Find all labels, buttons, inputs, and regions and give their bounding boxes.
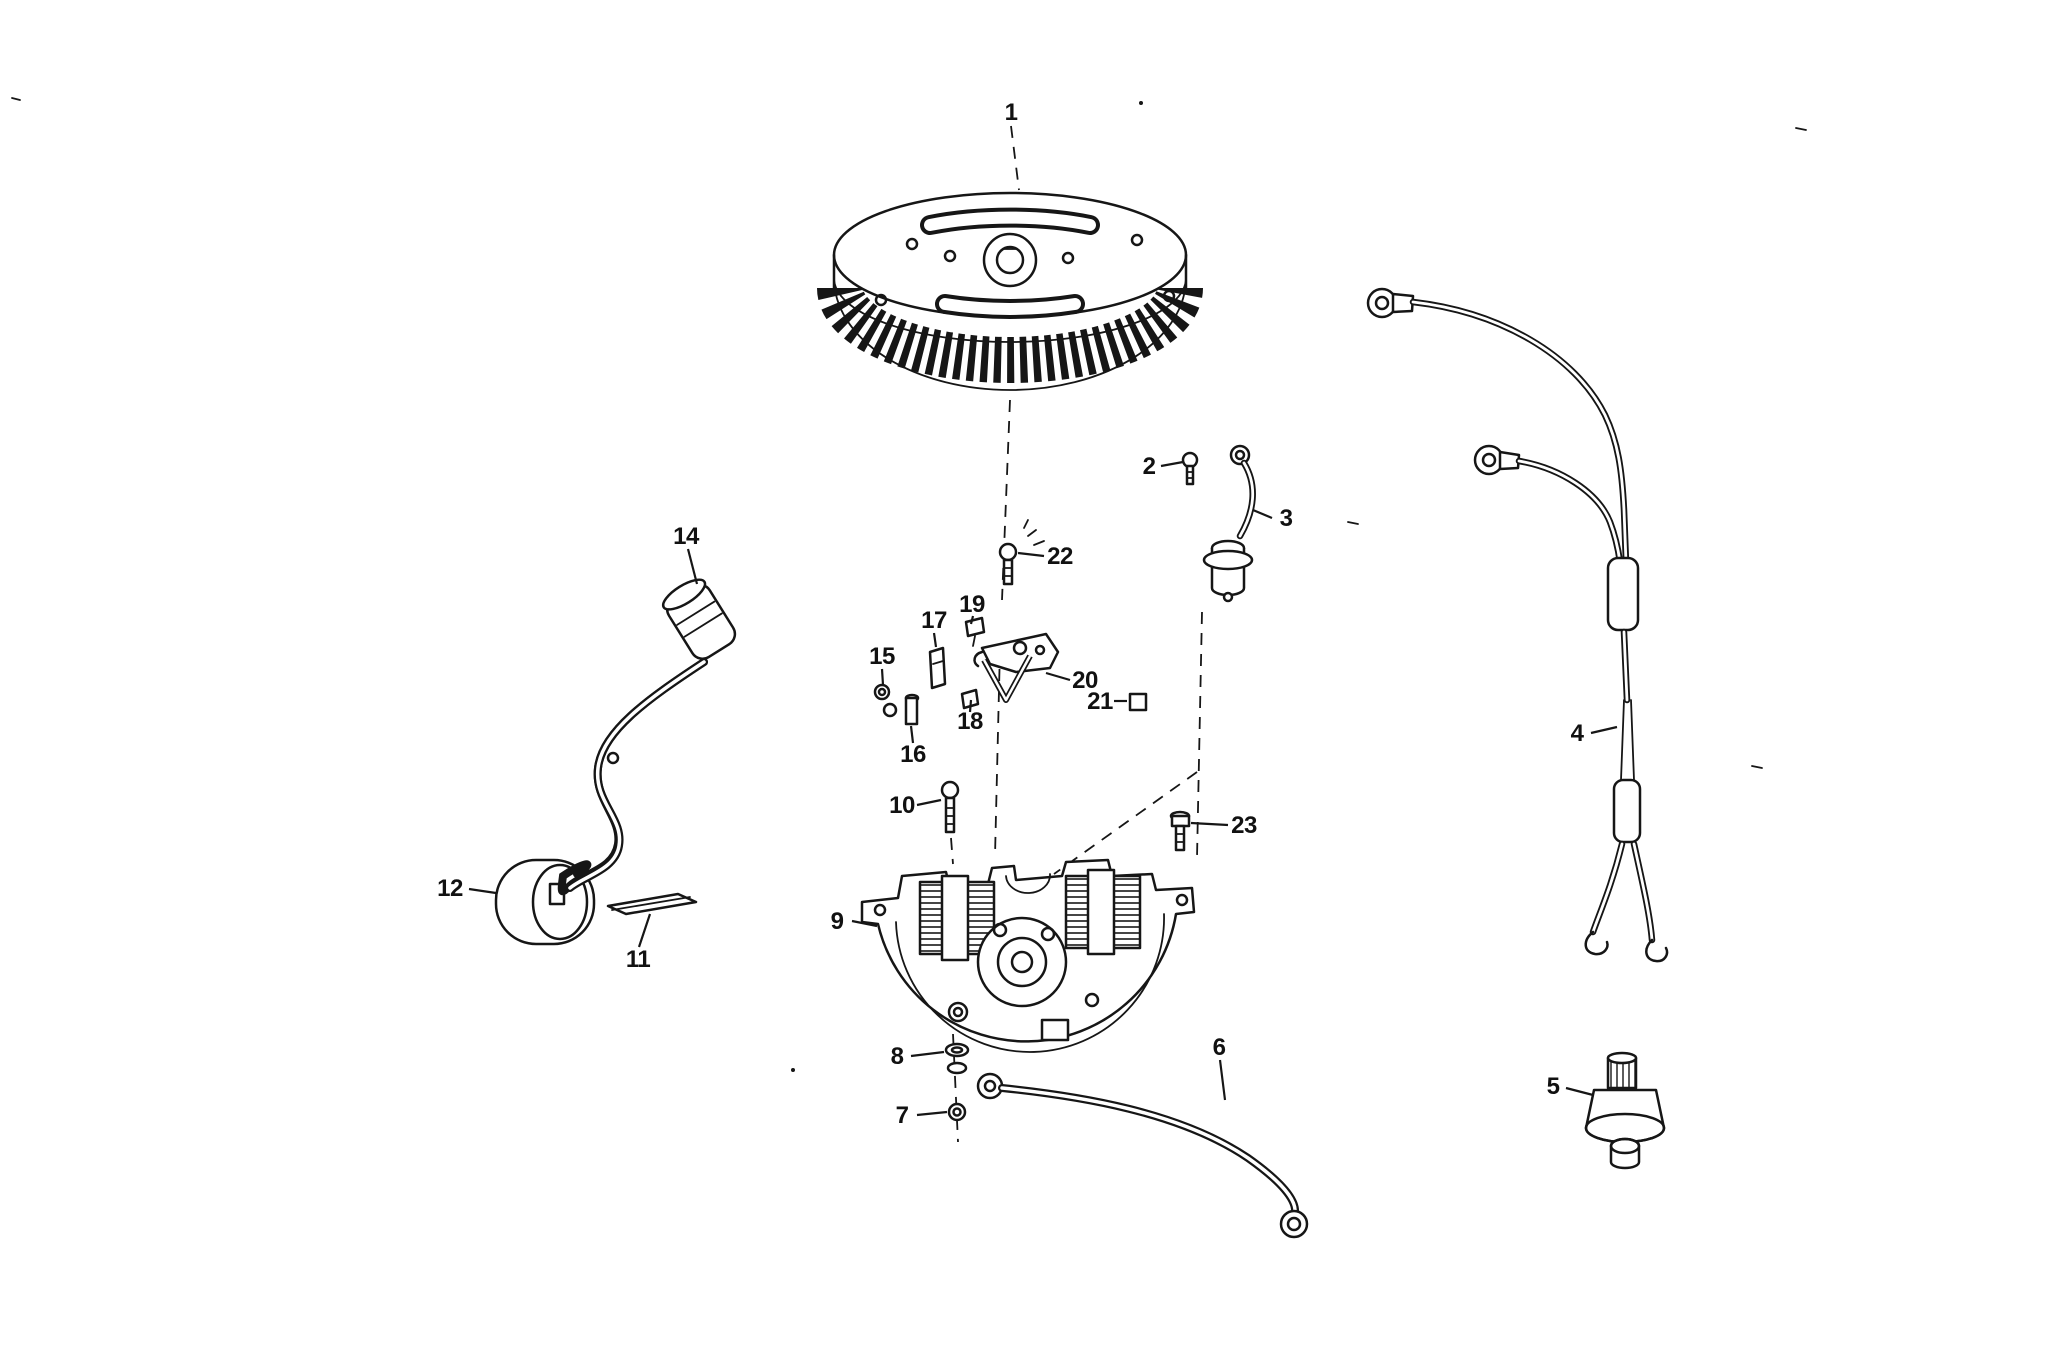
part-label-3: 3: [1279, 505, 1293, 532]
clamp-strip: [606, 892, 698, 916]
part-label-22: 22: [1047, 543, 1073, 570]
part-label-2: 2: [1142, 453, 1156, 480]
flywheel: [817, 191, 1203, 391]
hv-lead: [557, 578, 737, 896]
leader-lines: [468, 460, 1618, 1117]
speckles: [11, 97, 1807, 1072]
part-label-9: 9: [830, 908, 844, 935]
part-label-10: 10: [889, 792, 915, 819]
part-label-8: 8: [890, 1043, 904, 1070]
ground-lead: [976, 1072, 1309, 1239]
part-label-14: 14: [673, 523, 699, 550]
spark-plug-cap: [1584, 1051, 1666, 1170]
part-label-21: 21: [1087, 688, 1113, 715]
condenser-lead: [1202, 444, 1256, 603]
part-label-5: 5: [1546, 1073, 1560, 1100]
screw-22: [998, 519, 1045, 586]
stator-plate: [860, 858, 1196, 1053]
part-label-6: 6: [1212, 1034, 1226, 1061]
centerlines: [950, 125, 1203, 1143]
part-label-4: 4: [1570, 720, 1584, 747]
breaker-points: [873, 616, 1148, 726]
part-label-1: 1: [1004, 99, 1018, 126]
part-label-11: 11: [625, 946, 651, 973]
screw-2: [1181, 451, 1199, 486]
washer-stack: [944, 1042, 970, 1122]
part-label-15: 15: [869, 643, 895, 670]
wiring-harness: [1366, 287, 1669, 963]
part-label-7: 7: [895, 1102, 909, 1129]
part-label-20: 20: [1072, 667, 1098, 694]
part-label-16: 16: [900, 741, 926, 768]
bolt-23: [1169, 810, 1191, 852]
part-label-17: 17: [921, 607, 947, 634]
part-label-23: 23: [1231, 812, 1257, 839]
screw-10: [940, 780, 960, 834]
part-label-18: 18: [957, 708, 983, 735]
part-label-19: 19: [959, 591, 985, 618]
part-label-12: 12: [437, 875, 463, 902]
